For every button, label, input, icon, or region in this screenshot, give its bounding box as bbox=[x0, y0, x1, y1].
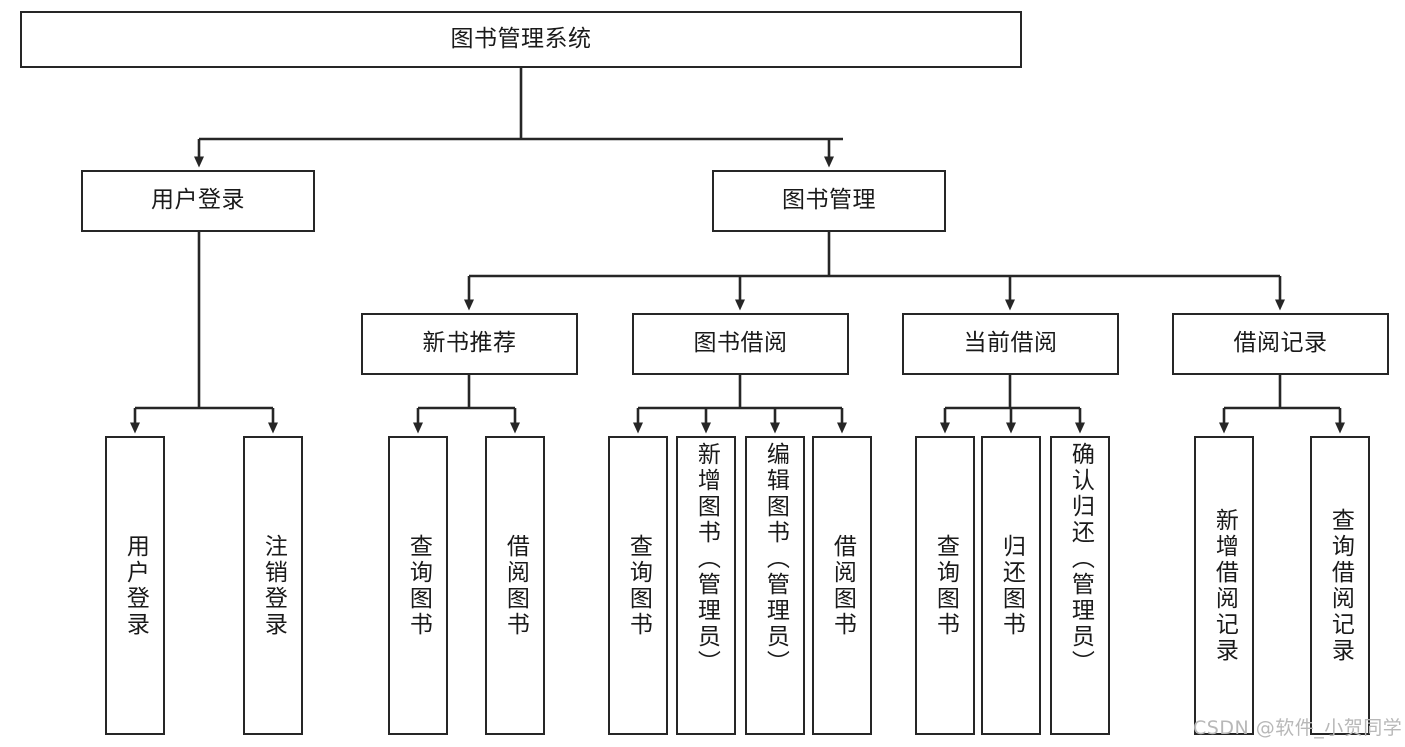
node-label: 借阅记录 bbox=[1233, 330, 1328, 357]
node-label: 当前借阅 bbox=[963, 330, 1058, 357]
node-label: 借阅图书 bbox=[829, 533, 856, 638]
node-book-borrow[interactable]: 图书借阅 bbox=[632, 313, 849, 375]
leaf-query-books-current[interactable]: 查询图书 bbox=[915, 436, 975, 735]
leaf-logout[interactable]: 注销登录 bbox=[243, 436, 303, 735]
node-new-book-recommendation[interactable]: 新书推荐 bbox=[361, 313, 578, 375]
csdn-watermark: CSDN @软件_小贺同学 bbox=[1193, 717, 1403, 739]
node-label: 查询图书 bbox=[932, 533, 959, 638]
leaf-add-book-admin[interactable]: 新增图书（管理员） bbox=[676, 436, 736, 735]
leaf-edit-book-admin[interactable]: 编辑图书（管理员） bbox=[745, 436, 805, 735]
node-label: 新增图书（管理员） bbox=[693, 442, 720, 676]
node-label: 借阅图书 bbox=[502, 533, 529, 638]
node-label: 查询图书 bbox=[625, 533, 652, 638]
node-label: 用户登录 bbox=[122, 533, 149, 638]
leaf-add-borrow-record[interactable]: 新增借阅记录 bbox=[1194, 436, 1254, 735]
node-label: 确认归还（管理员） bbox=[1067, 442, 1094, 676]
leaf-borrow-books-recommend[interactable]: 借阅图书 bbox=[485, 436, 545, 735]
node-user-login[interactable]: 用户登录 bbox=[81, 170, 315, 232]
node-label: 查询借阅记录 bbox=[1327, 507, 1354, 664]
leaf-user-login[interactable]: 用户登录 bbox=[105, 436, 165, 735]
node-label: 用户登录 bbox=[151, 187, 245, 214]
node-label: 查询图书 bbox=[405, 533, 432, 638]
node-label: 图书管理 bbox=[782, 187, 876, 214]
node-label: 注销登录 bbox=[260, 533, 287, 638]
node-book-management[interactable]: 图书管理 bbox=[712, 170, 946, 232]
node-label: 编辑图书（管理员） bbox=[762, 442, 789, 676]
leaf-borrow-books[interactable]: 借阅图书 bbox=[812, 436, 872, 735]
leaf-query-books-recommend[interactable]: 查询图书 bbox=[388, 436, 448, 735]
leaf-return-books[interactable]: 归还图书 bbox=[981, 436, 1041, 735]
leaf-query-borrow-record[interactable]: 查询借阅记录 bbox=[1310, 436, 1370, 735]
node-label: 归还图书 bbox=[998, 533, 1025, 638]
node-label: 图书管理系统 bbox=[450, 25, 592, 52]
node-current-borrow[interactable]: 当前借阅 bbox=[902, 313, 1119, 375]
node-root[interactable]: 图书管理系统 bbox=[20, 11, 1022, 68]
node-label: 图书借阅 bbox=[693, 330, 788, 357]
node-label: 新书推荐 bbox=[422, 330, 517, 357]
node-borrow-records[interactable]: 借阅记录 bbox=[1172, 313, 1389, 375]
leaf-confirm-return-admin[interactable]: 确认归还（管理员） bbox=[1050, 436, 1110, 735]
leaf-query-books-borrow[interactable]: 查询图书 bbox=[608, 436, 668, 735]
node-label: 新增借阅记录 bbox=[1211, 507, 1238, 664]
